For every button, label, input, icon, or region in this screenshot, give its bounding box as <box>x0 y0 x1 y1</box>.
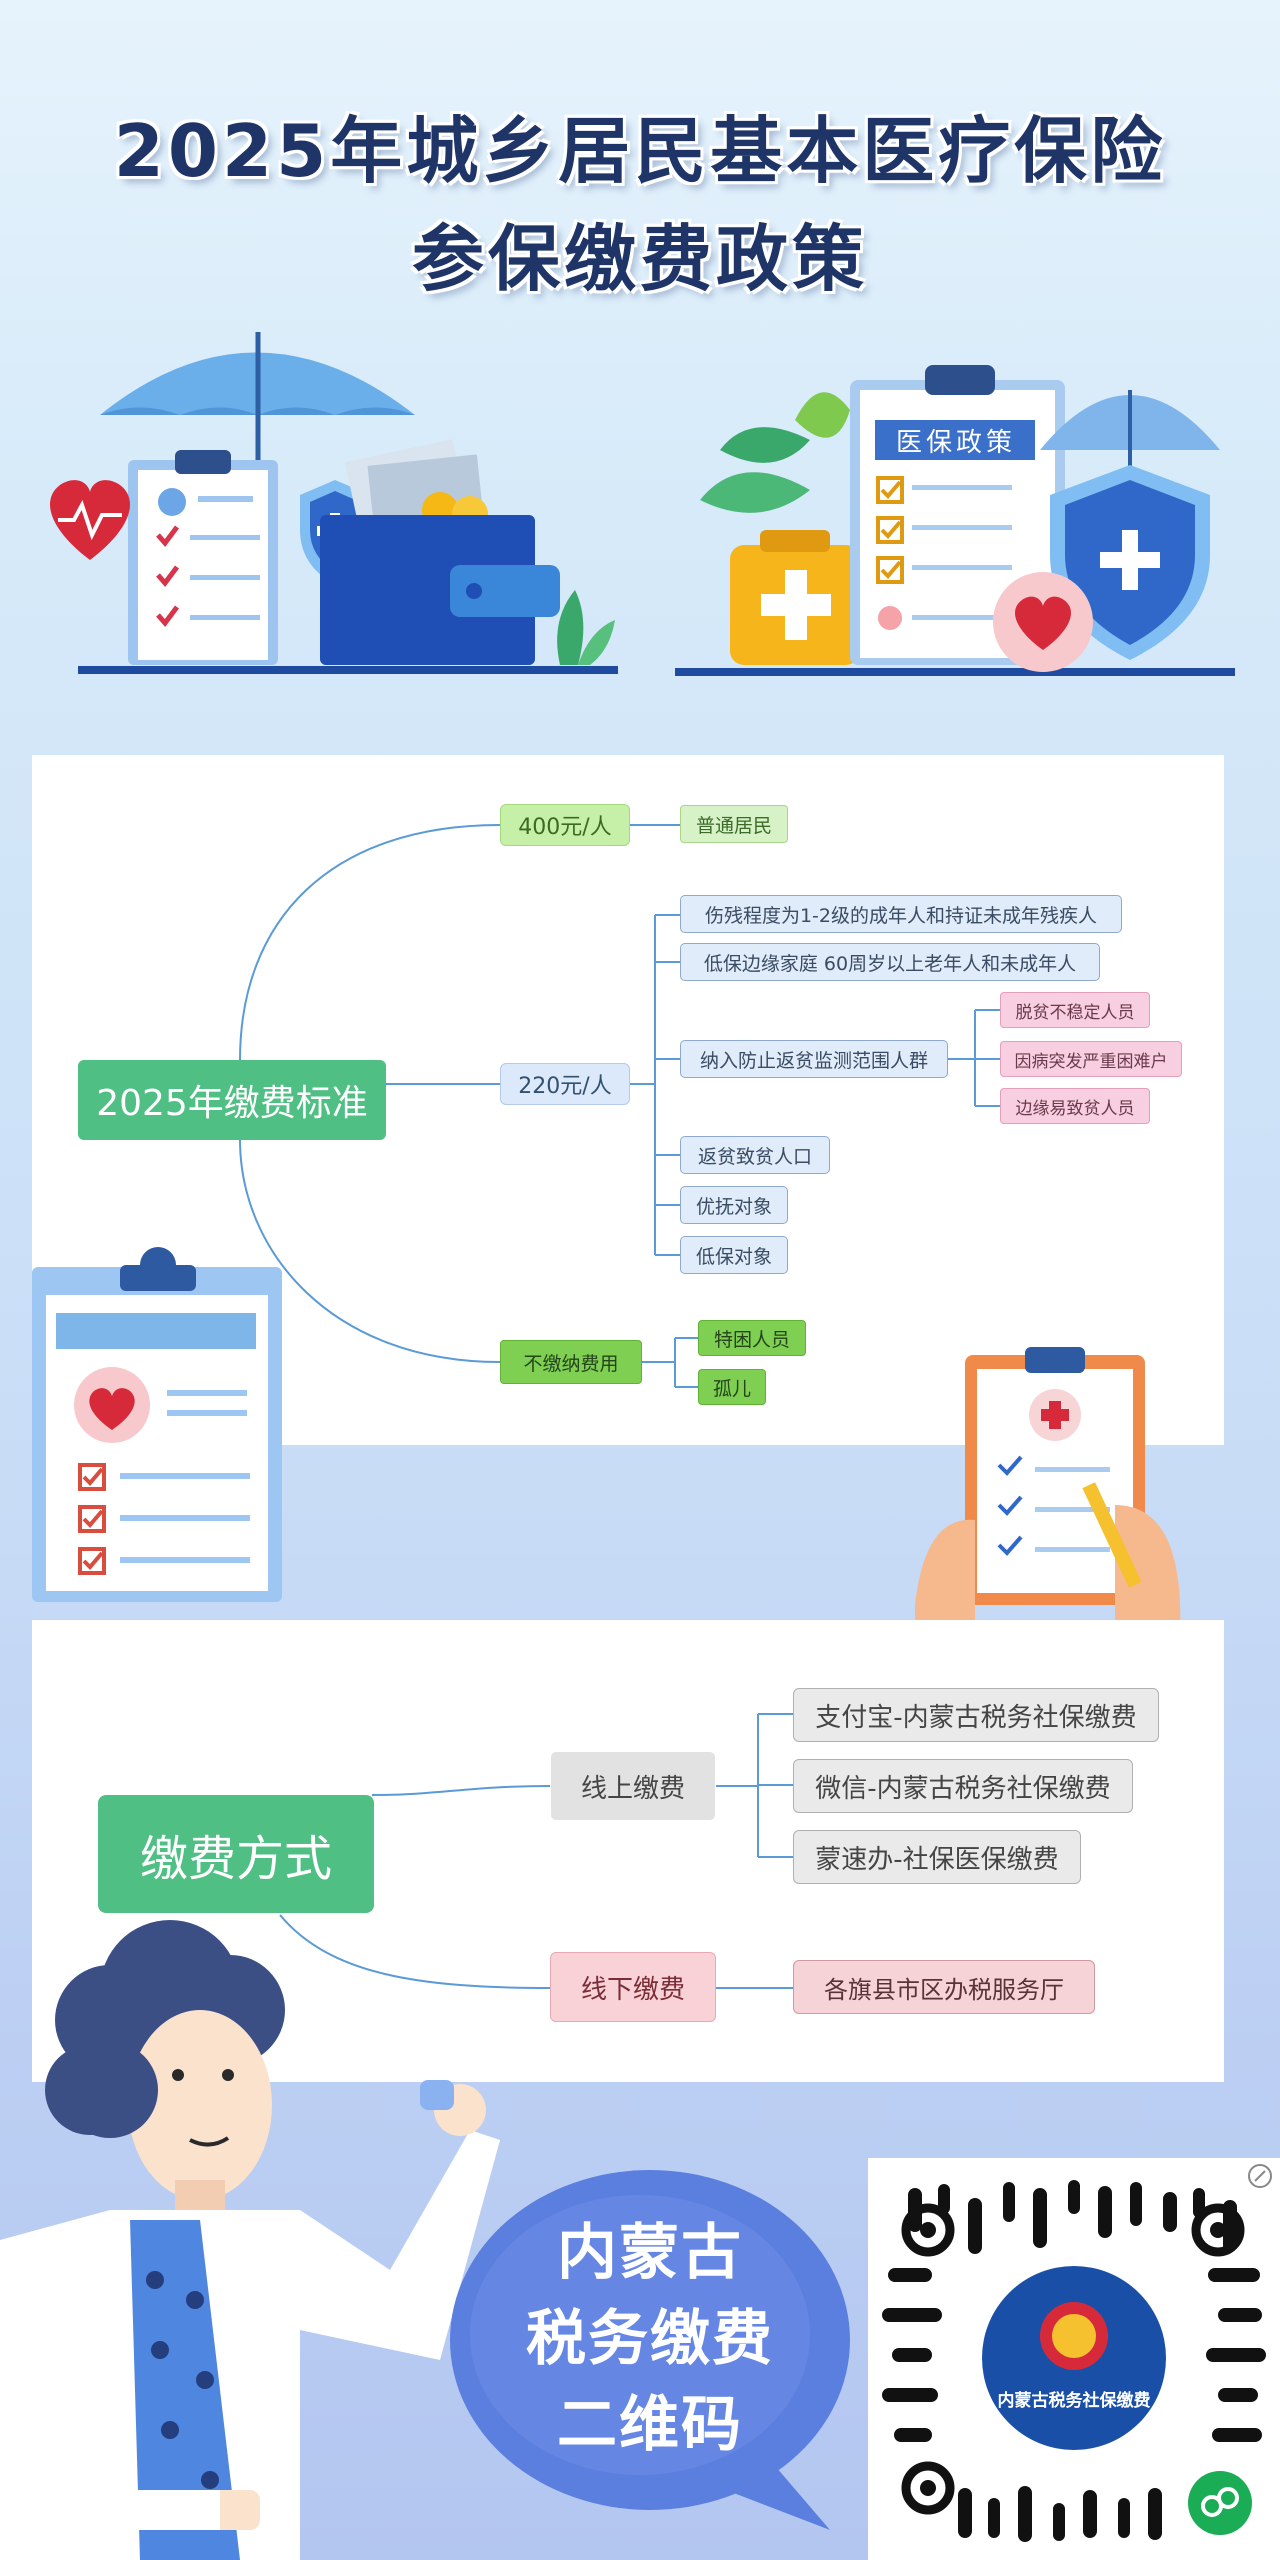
right-illustration: 医保政策 <box>660 330 1260 680</box>
tier-220-leaf-5: 优抚对象 <box>680 1186 788 1224</box>
hands-clipboard-illustration <box>915 1347 1181 1635</box>
monitor-leaf-1: 脱贫不稳定人员 <box>1000 992 1150 1028</box>
doctor-illustration <box>0 1920 500 2560</box>
qr-center-label: 内蒙古税务社保缴费 <box>997 2391 1151 2411</box>
online-leaf-wechat: 微信-内蒙古税务社保缴费 <box>793 1759 1133 1813</box>
tier-220-leaf-2: 低保边缘家庭 60周岁以上老年人和未成年人 <box>680 943 1100 981</box>
tier-free-leaf-1: 特困人员 <box>698 1320 806 1356</box>
bubble-line-1: 内蒙古 <box>557 2218 743 2288</box>
tier-free-leaf-2: 孤儿 <box>698 1369 766 1405</box>
tier-220-leaf-1: 伤残程度为1-2级的成年人和持证未成年残疾人 <box>680 895 1122 933</box>
online-leaf-alipay: 支付宝-内蒙古税务社保缴费 <box>793 1688 1159 1742</box>
tier-free-node: 不缴纳费用 <box>500 1340 642 1384</box>
tier-400-node: 400元/人 <box>500 804 630 846</box>
online-payment-node: 线上缴费 <box>550 1751 716 1821</box>
insurance-umbrella-wallet-illustration <box>50 332 618 674</box>
tier-220-leaf-3: 纳入防止返贫监测范围人群 <box>680 1040 948 1078</box>
tier-400-leaf: 普通居民 <box>680 805 788 843</box>
qr-code-pattern <box>882 2164 1272 2542</box>
left-illustration <box>30 320 630 680</box>
tier-220-leaf-4: 返贫致贫人口 <box>680 1136 830 1174</box>
policy-clipboard-heading: 医保政策 <box>895 427 1016 458</box>
bubble-line-2: 税务缴费 <box>526 2304 774 2374</box>
payment-root-node: 缴费方式 <box>98 1795 374 1913</box>
standard-map-connectors <box>239 824 1000 1388</box>
bubble-line-3: 二维码 <box>557 2390 743 2460</box>
medical-policy-illustration <box>675 365 1235 676</box>
page-title-line2: 参保缴费政策 <box>411 217 868 301</box>
offline-payment-node: 线下缴费 <box>550 1952 716 2022</box>
monitor-leaf-3: 边缘易致贫人员 <box>1000 1088 1150 1124</box>
page-title-line1: 2025年城乡居民基本医疗保险 <box>113 109 1167 193</box>
speech-bubble <box>450 2170 850 2530</box>
tier-220-leaf-6: 低保对象 <box>680 1236 788 1274</box>
standard-root-node: 2025年缴费标准 <box>78 1060 386 1140</box>
monitor-leaf-2: 因病突发严重困难户 <box>1000 1041 1182 1077</box>
tier-220-node: 220元/人 <box>500 1063 630 1105</box>
speech-bubble-text: 内蒙古 税务缴费 二维码 <box>470 2210 830 2468</box>
online-leaf-mengsuban: 蒙速办-社保医保缴费 <box>793 1830 1081 1884</box>
clipboard-illustration-left <box>32 1247 282 1602</box>
offline-leaf-tax-hall: 各旗县市区办税服务厅 <box>793 1960 1095 2014</box>
qr-code[interactable]: 内蒙古税务社保缴费 <box>868 2158 1280 2560</box>
